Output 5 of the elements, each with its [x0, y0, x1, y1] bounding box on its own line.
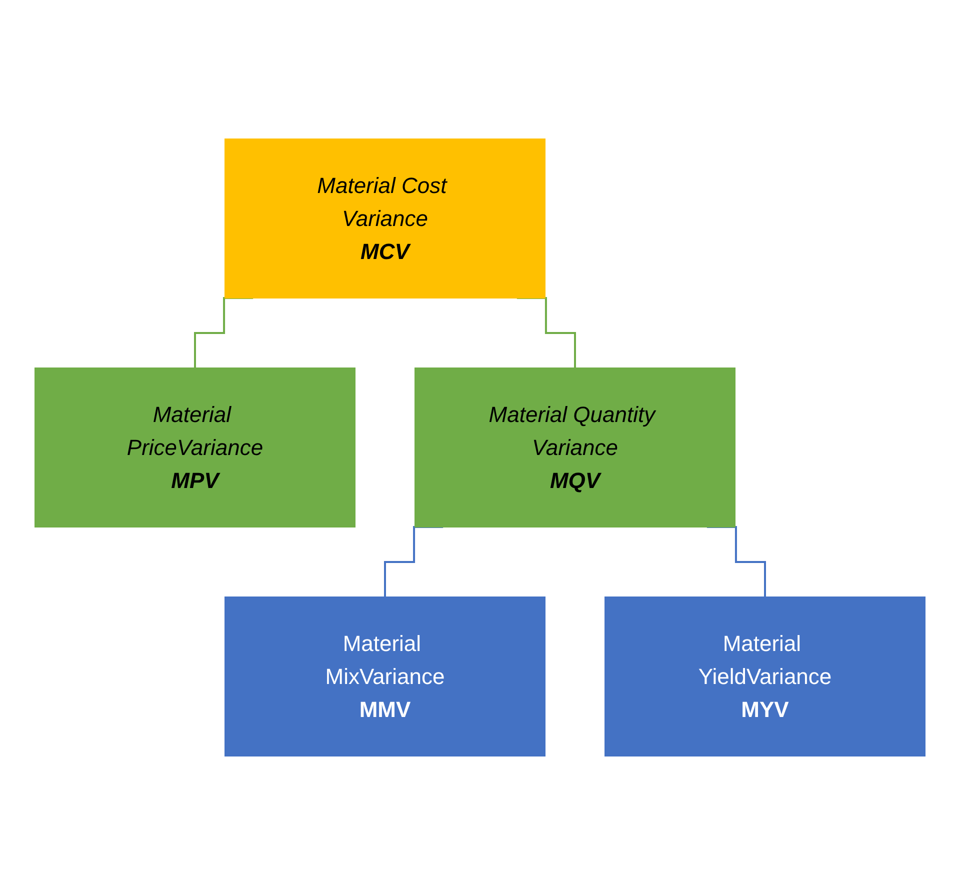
node-box: Material YieldVariance MYV — [604, 596, 926, 756]
node-box: Material Cost Variance MCV — [224, 138, 546, 298]
node-box: Material MixVariance MMV — [224, 596, 546, 756]
node-box: Material PriceVariance MPV — [34, 368, 356, 528]
node-box: Material Quantity Variance MQV — [414, 368, 736, 528]
